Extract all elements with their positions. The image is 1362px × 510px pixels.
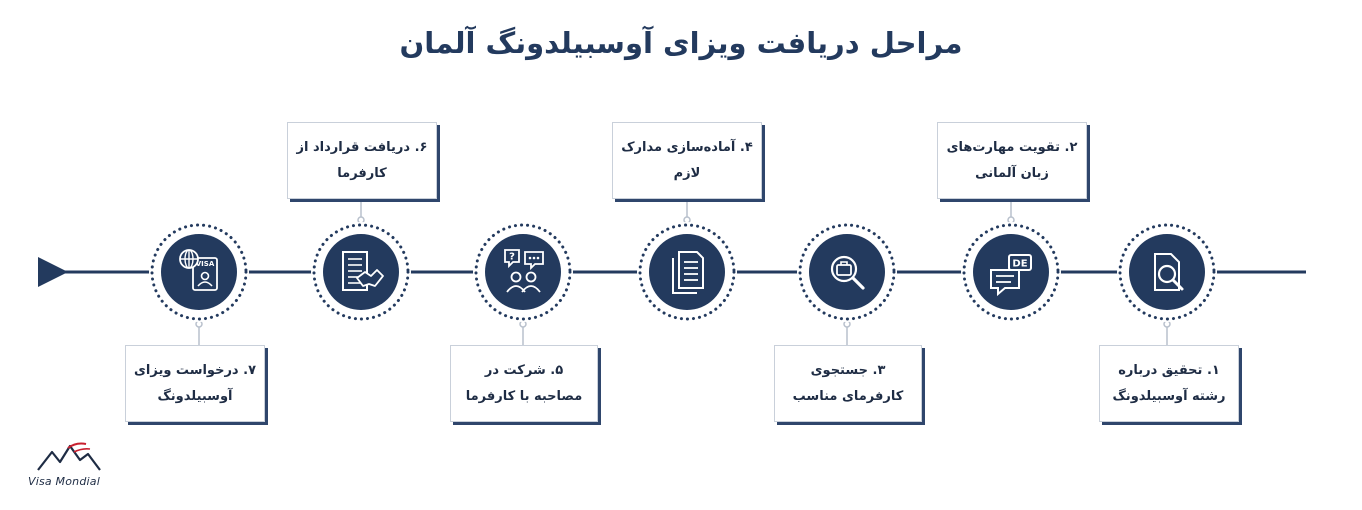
dotted-ring-3 [798,223,896,321]
diagram-title: مراحل دریافت ویزای آوسبیلدونگ آلمان [399,26,963,60]
node-disc-2 [973,234,1049,310]
dotted-ring-5 [474,223,572,321]
node-disc-3 [809,234,885,310]
timeline-node-6 [311,198,411,322]
language-chat-icon: DE [990,254,1032,297]
timeline-node-3 [797,222,897,345]
node-disc-7 [161,234,237,310]
document-search-icon [1154,253,1184,291]
node-disc-6 [323,234,399,310]
step-3-line2: کارفرمای مناسب [792,388,904,404]
step-box-4: ۴. آماده‌سازی مدارک لازم [612,122,762,199]
step-1-line2: رشته آوسبیلدونگ [1112,388,1226,404]
visa-passport-icon: VISA [179,249,218,291]
step-box-1: ۱. تحقیق درباره رشته آوسبیلدونگ [1099,345,1239,422]
step-box-2: ۲. تقویت مهارت‌های زبان آلمانی [937,122,1087,199]
step-box-7: ۷. درخواست ویزای آوسبیلدونگ [125,345,265,422]
step-3-line1: ۳. جستجوی [810,362,886,378]
dotted-ring-7 [150,223,248,321]
logo-text: Visa Mondial [28,475,100,488]
step-6-line2: کارفرما [337,165,387,181]
step-1-line1: ۱. تحقیق درباره [1118,362,1220,378]
briefcase-search-icon [830,255,865,290]
node-disc-4 [649,234,725,310]
step-4-line2: لازم [673,165,701,181]
timeline-node-2: DE [961,198,1061,322]
svg-text:DE: DE [1012,259,1027,270]
dotted-ring-4 [638,223,736,321]
dotted-ring-6 [312,223,410,321]
interview-icon: ? [504,249,544,293]
documents-icon [672,251,704,294]
node-disc-5 [485,234,561,310]
step-4-line1: ۴. آماده‌سازی مدارک [621,139,753,155]
step-7-line1: ۷. درخواست ویزای [133,362,257,378]
node-disc-1 [1129,234,1205,310]
step-box-3: ۳. جستجوی کارفرمای مناسب [774,345,922,422]
step-6-line1: ۶. دریافت قرارداد از [296,139,428,155]
timeline-node-7: VISA [149,222,249,345]
step-2-line1: ۲. تقویت مهارت‌های [946,139,1078,155]
dotted-ring-2 [962,223,1060,321]
svg-text:VISA: VISA [196,260,215,268]
step-5-line1: ۵. شرکت در [484,362,564,378]
timeline-node-5: ? [473,222,573,345]
step-box-6: ۶. دریافت قرارداد از کارفرما [287,122,437,199]
contract-handshake-icon [342,251,384,291]
timeline-node-1 [1117,222,1217,345]
step-7-line2: آوسبیلدونگ [157,388,233,404]
svg-text:?: ? [509,252,515,263]
step-5-line2: مصاحبه با کارفرما [465,388,583,404]
step-2-line2: زبان آلمانی [975,165,1049,181]
step-box-5: ۵. شرکت در مصاحبه با کارفرما [450,345,598,422]
dotted-ring-1 [1118,223,1216,321]
timeline-node-4 [637,198,737,322]
visa-mondial-logo [37,442,101,471]
